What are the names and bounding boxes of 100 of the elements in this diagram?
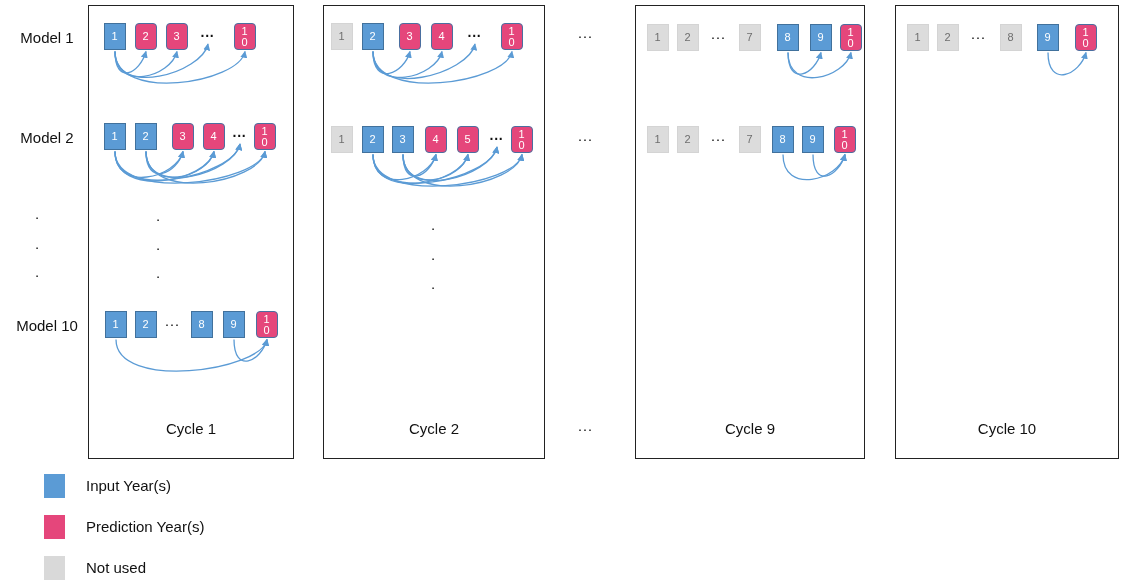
prediction-year-box: 10 (839, 24, 862, 51)
input-year-box: 9 (809, 24, 832, 51)
arrow (233, 338, 269, 362)
arrow (114, 50, 148, 74)
unused-year-box: 7 (738, 126, 761, 153)
prediction-year-box: 4 (424, 126, 447, 153)
model-label: Model 2 (20, 128, 74, 146)
arrow (145, 143, 241, 179)
arrow (114, 50, 178, 78)
input-year-box: 2 (361, 126, 384, 153)
prediction-year-box: 10 (510, 126, 533, 153)
dot: . (430, 245, 436, 263)
legend-text: Input Year(s) (86, 477, 172, 494)
legend-text: Prediction Year(s) (86, 518, 205, 535)
input-year-box: 8 (776, 24, 799, 51)
unused-year-box: 2 (676, 126, 699, 153)
prediction-year-box: 10 (1074, 24, 1097, 51)
dot: . (155, 235, 161, 253)
unused-year-box: 1 (646, 24, 669, 51)
prediction-year-box: 10 (233, 23, 256, 50)
prediction-year-box: 2 (134, 23, 157, 50)
prediction-year-box: 3 (398, 23, 421, 50)
unused-year-box: 1 (646, 126, 669, 153)
ellipsis: ··· (577, 419, 593, 437)
ellipsis: ··· (970, 27, 986, 45)
input-year-box: 8 (771, 126, 794, 153)
cycle-title: Cycle 2 (408, 420, 460, 437)
input-year-box: 2 (361, 23, 384, 50)
prediction-year-box: 4 (202, 123, 225, 150)
arrow (372, 146, 498, 184)
input-year-box: 8 (190, 311, 213, 338)
input-year-box: 1 (104, 311, 127, 338)
prediction-year-box: 10 (500, 23, 523, 50)
ellipsis: ··· (577, 26, 593, 44)
cycle-title: Cycle 9 (724, 420, 776, 437)
prediction-year-box: 5 (456, 126, 479, 153)
ellipsis: ··· (710, 27, 726, 45)
unused-year-box: 7 (738, 24, 761, 51)
arrow (787, 51, 823, 75)
unused-year-box: 2 (676, 24, 699, 51)
input-year-box: 9 (801, 126, 824, 153)
arrow (402, 153, 523, 187)
arrow (145, 150, 266, 184)
cycle-panel (635, 5, 865, 459)
dot: . (155, 206, 161, 224)
input-year-box: 2 (134, 311, 157, 338)
model-label: Model 1 (20, 28, 74, 46)
prediction-year-box: 3 (165, 23, 188, 50)
unused-year-box: 1 (330, 23, 353, 50)
cycle-title: Cycle 10 (976, 420, 1038, 437)
ellipsis: ··· (577, 129, 593, 147)
arrow (787, 51, 852, 79)
ellipsis: ··· (228, 128, 251, 143)
arrow (402, 153, 438, 177)
input-year-box: 2 (134, 123, 157, 150)
prediction-year-box: 3 (171, 123, 194, 150)
unused-year-box: 8 (999, 24, 1022, 51)
unused-year-box: 1 (330, 126, 353, 153)
arrow (372, 43, 476, 80)
ellipsis: ··· (485, 131, 508, 146)
arrow (782, 153, 846, 181)
cycle-panel (895, 5, 1119, 459)
arrow (812, 153, 847, 177)
input-year-box: 3 (391, 126, 414, 153)
prediction-year-box: 10 (253, 123, 276, 150)
arrow (114, 143, 241, 181)
dot: . (430, 274, 436, 292)
dot: . (34, 204, 40, 222)
cycle-panel (88, 5, 294, 459)
arrow (114, 50, 246, 84)
arrow (115, 338, 268, 372)
arrow (1047, 51, 1088, 76)
prediction-year-box: 4 (430, 23, 453, 50)
input-year-box: 1 (103, 23, 126, 50)
cycle-title: Cycle 1 (165, 420, 217, 437)
unused-year-box: 2 (936, 24, 959, 51)
dot: . (155, 263, 161, 281)
arrow (372, 153, 437, 181)
input-year-box: 9 (1036, 24, 1059, 51)
ellipsis: ··· (164, 314, 180, 332)
arrow (114, 43, 209, 79)
dot: . (34, 234, 40, 252)
arrow (402, 153, 469, 181)
dot: . (34, 262, 40, 280)
ellipsis: ··· (710, 129, 726, 147)
input-year-box: 9 (222, 311, 245, 338)
unused-year-box: 1 (906, 24, 929, 51)
cycle-panel (323, 5, 545, 459)
ellipsis: ··· (196, 28, 219, 43)
arrow (372, 50, 513, 84)
input-year-box: 1 (103, 123, 126, 150)
model-label: Model 10 (16, 316, 78, 334)
legend-text: Not used (86, 559, 147, 576)
prediction-year-box: 10 (255, 311, 278, 338)
prediction-year-box: 10 (833, 126, 856, 153)
arrow (402, 146, 498, 182)
arrow (145, 150, 215, 178)
ellipsis: ··· (463, 28, 486, 43)
dot: . (430, 215, 436, 233)
arrow (372, 50, 412, 75)
